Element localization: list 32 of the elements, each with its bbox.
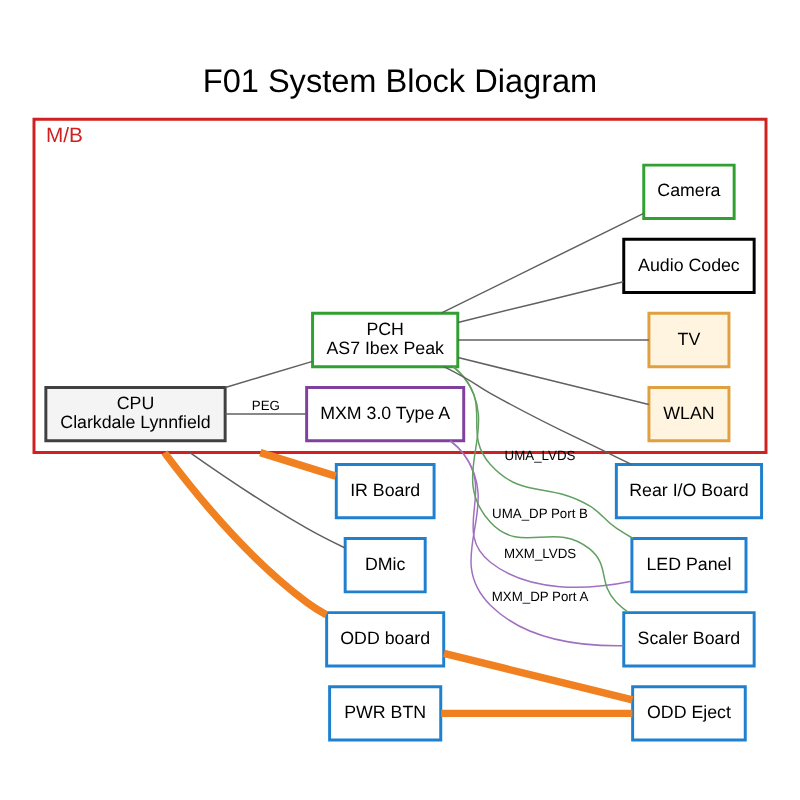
connector [224,360,314,389]
connector [453,366,629,613]
connector [457,339,650,341]
connector [259,449,337,480]
node-box: Audio Codec [622,237,756,295]
connector [450,440,625,647]
node-box: Scaler Board [622,611,756,668]
connector [161,450,329,619]
node-box: WLAN [647,385,731,443]
node-box: CPU Clarkdale Lynnfield [44,385,227,443]
node-box: MXM 3.0 Type A [305,385,466,443]
connector [189,451,346,549]
node-box: ODD Eject [631,685,747,742]
connector [224,413,308,415]
connector [440,212,645,314]
node-box: PCH AS7 Ibex Peak [311,311,460,369]
node-box: LED Panel [630,537,748,594]
node-box: Camera [642,163,736,220]
connector [443,649,634,704]
node-box: DMic [343,537,427,594]
connector [443,365,633,466]
node-box: ODD board [325,611,446,668]
connector [441,709,633,718]
node-box: Rear I/O Board [614,462,764,520]
node-box: PWR BTN [328,685,443,742]
connector [457,280,625,324]
node-box: TV [647,311,731,369]
connector [457,356,650,406]
connector [452,366,634,540]
connector [449,440,633,588]
node-box: IR Board [334,462,436,520]
diagram-title: F01 System Block Diagram [202,63,598,100]
